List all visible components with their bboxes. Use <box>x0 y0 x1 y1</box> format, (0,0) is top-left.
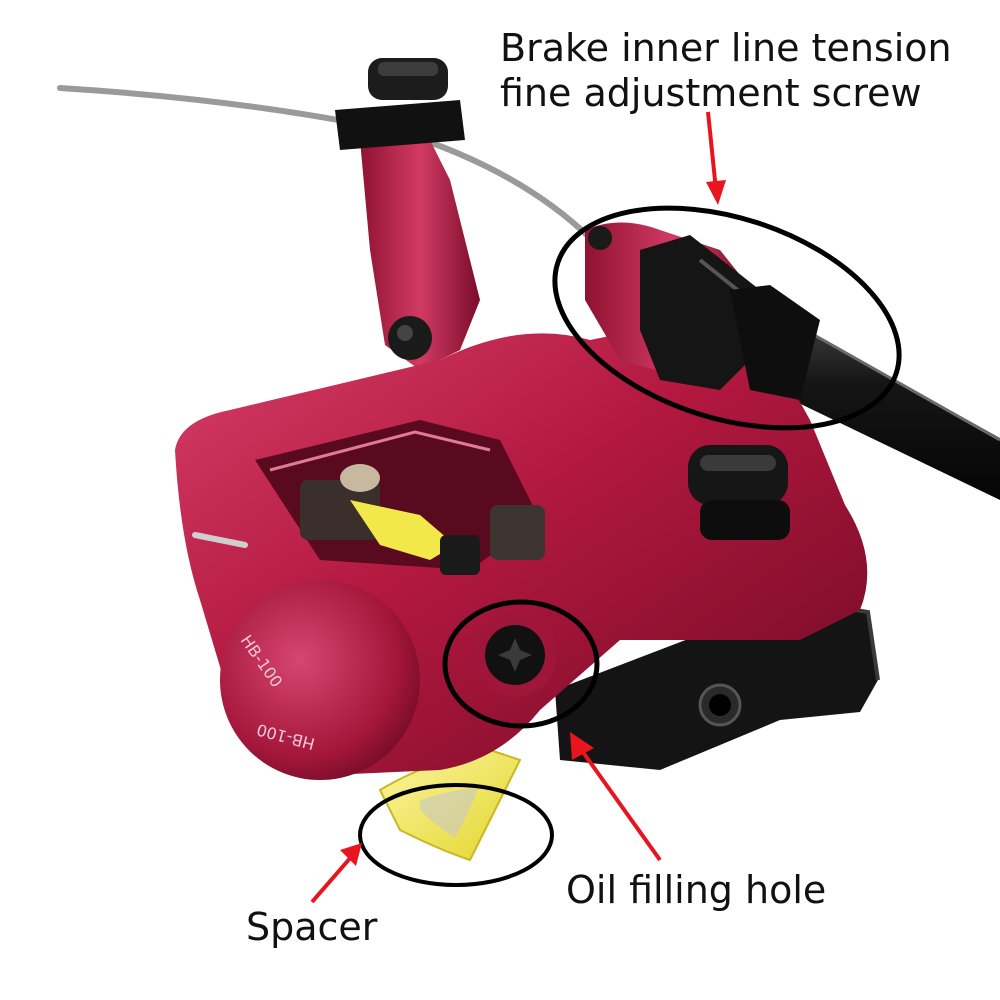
callout-ellipse-oil-hole <box>442 599 600 729</box>
actuation-arm <box>360 120 480 370</box>
adjustment-screw-cap <box>588 226 612 250</box>
brake-pad <box>300 480 380 540</box>
label-adjustment-screw-line1: Brake inner line tension <box>500 26 952 70</box>
brake-pad <box>490 505 545 560</box>
caliper-side-cap <box>220 580 420 780</box>
label-adjustment-screw-line2: fine adjustment screw <box>500 70 922 115</box>
label-adjustment-screw: Brake inner line tension fine adjustment… <box>500 26 952 116</box>
arrow-spacer <box>310 843 362 904</box>
top-bolt <box>688 445 788 505</box>
arrow-screw <box>706 111 726 205</box>
label-oil-filling-hole: Oil filling hole <box>566 868 827 912</box>
label-spacer: Spacer <box>246 905 378 949</box>
callout-ellipse-spacer <box>358 783 554 887</box>
arrow-oil-hole <box>570 732 662 862</box>
adjustment-barrel <box>640 235 765 390</box>
callout-ellipse-screw <box>552 205 902 431</box>
